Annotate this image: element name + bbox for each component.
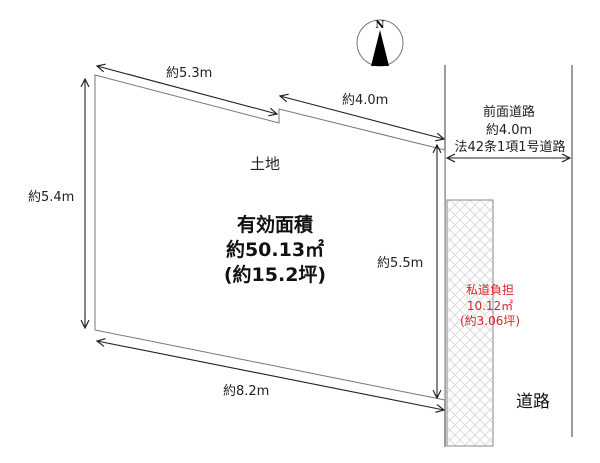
- front-road-title: 前面道路: [482, 105, 535, 120]
- dim-bottom-arrow: [97, 341, 444, 410]
- north-arrow-icon: N: [356, 19, 404, 67]
- effective-area-tsubo: (約15.2坪): [223, 264, 327, 286]
- lot-label: 土地: [250, 155, 281, 173]
- front-road-width: 約4.0m: [485, 123, 533, 138]
- dim-top-right-arrow: [280, 96, 444, 139]
- private-road-title: 私道負担: [465, 283, 514, 297]
- dim-top-right-label: 約4.0m: [342, 93, 389, 108]
- dim-bottom-label: 約8.2m: [223, 384, 270, 399]
- private-road-area-tsubo: (約3.06坪): [459, 314, 521, 328]
- dim-right-label: 約5.5m: [377, 256, 424, 271]
- svg-text:N: N: [375, 20, 384, 31]
- dim-top-left-arrow: [97, 66, 277, 114]
- effective-area-m2: 約50.13㎡: [225, 239, 325, 261]
- front-road-classification: 法42条1項1号道路: [454, 140, 566, 155]
- road-label: 道路: [516, 392, 550, 412]
- private-road-area-m2: 10.12㎡: [466, 299, 514, 313]
- private-road-area: [446, 199, 494, 447]
- effective-area-title: 有効面積: [236, 214, 313, 236]
- dim-left-label: 約5.4m: [28, 190, 75, 205]
- dim-top-left-label: 約5.3m: [166, 66, 213, 81]
